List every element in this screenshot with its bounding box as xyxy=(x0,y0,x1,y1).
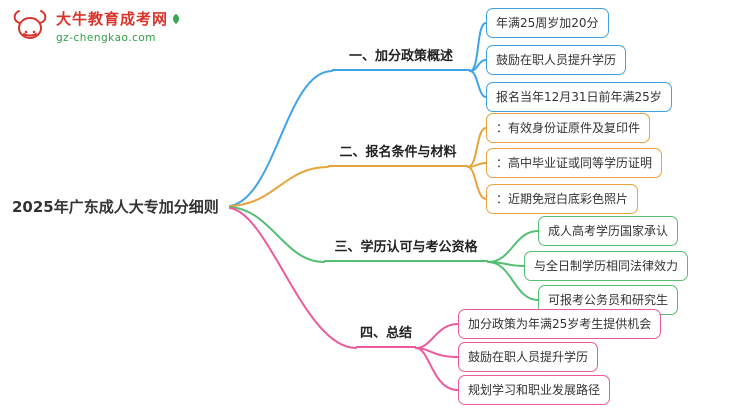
branch-label-requirements-materials: 二、报名条件与材料 xyxy=(328,143,468,167)
leaf-node: ：有效身份证原件及复印件 xyxy=(486,113,651,143)
site-logo: 大牛教育成考网 gz-chengkao.com xyxy=(10,8,181,44)
leaf-node: 鼓励在职人员提升学历 xyxy=(486,45,627,75)
leaf-node: 与全日制学历相同法律效力 xyxy=(524,251,689,281)
leaf-icon xyxy=(173,13,180,24)
root-node: 2025年广东成人大专加分细则 xyxy=(12,198,219,216)
leaf-node: 成人高考学历国家承认 xyxy=(538,216,679,246)
branch-label-summary: 四、总结 xyxy=(356,324,416,348)
branch-label-degree-recognition: 三、学历认可与考公资格 xyxy=(324,238,488,262)
bull-logo-icon xyxy=(13,10,47,39)
leaf-node: ：近期免冠白底彩色照片 xyxy=(486,184,639,214)
branch-label-policy-overview: 一、加分政策概述 xyxy=(332,47,470,71)
leaf-node: 鼓励在职人员提升学历 xyxy=(458,342,599,372)
leaf-node: 规划学习和职业发展路径 xyxy=(458,375,611,405)
leaf-node: 报名当年12月31日前年满25岁 xyxy=(486,82,672,112)
leaf-node: ：高中毕业证或同等学历证明 xyxy=(486,148,663,178)
leaf-node: 加分政策为年满25岁考生提供机会 xyxy=(458,309,662,339)
leaf-node: 年满25周岁加20分 xyxy=(486,8,609,38)
logo-domain: gz-chengkao.com xyxy=(56,32,157,44)
logo-title: 大牛教育成考网 xyxy=(56,10,169,28)
